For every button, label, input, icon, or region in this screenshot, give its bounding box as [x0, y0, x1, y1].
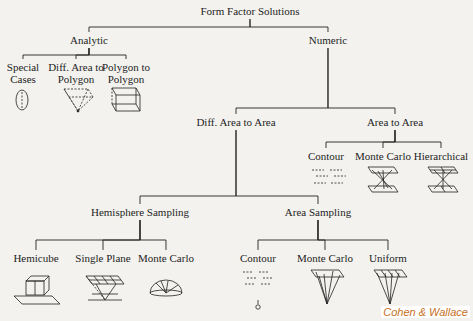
credit-label: Cohen & Wallace	[381, 306, 470, 318]
credit-text: Cohen & Wallace	[383, 306, 468, 318]
node-label: Numeric	[309, 34, 347, 46]
node-label: Form Factor Solutions	[200, 5, 299, 17]
node-label: Monte Carlo	[297, 252, 353, 264]
hemisphere-icon	[150, 280, 182, 296]
tree-connector	[103, 220, 140, 250]
node-label: Diff. Area to Polygon	[48, 61, 104, 85]
tree-connector	[250, 19, 328, 32]
tree-node: Hierarchical	[414, 150, 468, 162]
tree-node: Form Factor Solutions	[200, 5, 299, 17]
contour-icon	[312, 170, 346, 183]
tree-node: Hemisphere Sampling	[91, 206, 189, 218]
tree-node: Area to Area	[367, 116, 423, 128]
hemicube-icon	[14, 276, 60, 304]
tree-node: Area Sampling	[285, 206, 351, 218]
point-icon	[77, 110, 79, 112]
monte-carlo-icon	[368, 167, 398, 192]
monte-carlo-icon	[311, 270, 344, 304]
node-label: Monte Carlo	[138, 252, 194, 264]
tree-connector	[140, 130, 236, 204]
tree-node: Monte Carlo	[138, 252, 194, 264]
node-label: Hemicube	[13, 252, 58, 264]
tree-connector	[236, 130, 318, 204]
node-label: Single Plane	[75, 252, 130, 264]
tree-connector	[383, 130, 395, 148]
uniform-icon	[374, 270, 407, 304]
tree-connector	[36, 220, 140, 250]
tree-connector	[23, 48, 89, 59]
tree-node: Numeric	[309, 34, 347, 46]
prism-icon	[112, 88, 140, 111]
tree-node: Uniform	[369, 252, 407, 264]
tree-node: Single Plane	[75, 252, 130, 264]
tree-connector	[258, 220, 318, 250]
tree-connector	[76, 48, 89, 59]
tree-connector	[395, 130, 441, 148]
node-label: Polygon to Polygon	[100, 61, 152, 85]
contour-icon	[243, 272, 273, 309]
tree-node: Diff. Area to Area	[196, 116, 275, 128]
node-label: Diff. Area to Area	[196, 116, 275, 128]
node-label: Contour	[308, 150, 344, 162]
tree-connector	[318, 220, 325, 250]
node-label: Contour	[240, 252, 276, 264]
tree-node: Monte Carlo	[297, 252, 353, 264]
node-label: Area to Area	[367, 116, 423, 128]
ellipse-icon	[16, 90, 28, 110]
single-plane-icon	[86, 276, 124, 300]
node-label: Uniform	[369, 252, 407, 264]
pyramid-icon	[64, 89, 93, 111]
tree-node: Contour	[240, 252, 276, 264]
hierarchical-icon	[428, 167, 458, 192]
tree-connector	[140, 220, 166, 250]
tree-connector	[89, 48, 126, 59]
tree-node: Polygon to Polygon	[100, 61, 152, 85]
tree-node: Hemicube	[13, 252, 58, 264]
node-label: Monte Carlo	[355, 150, 411, 162]
node-label: Area Sampling	[285, 206, 351, 218]
tree-node: Special Cases	[3, 61, 43, 85]
tree-node: Monte Carlo	[355, 150, 411, 162]
tree-connector	[318, 220, 388, 250]
node-label: Special Cases	[3, 61, 43, 85]
node-label: Hierarchical	[414, 150, 468, 162]
tree-connector	[328, 48, 395, 114]
node-label: Analytic	[70, 34, 108, 46]
tree-connector	[326, 130, 395, 148]
tree-connector	[236, 48, 328, 114]
tree-node: Analytic	[70, 34, 108, 46]
node-label: Hemisphere Sampling	[91, 206, 189, 218]
tree-connector	[89, 19, 250, 32]
tree-node: Diff. Area to Polygon	[48, 61, 104, 85]
tree-node: Contour	[308, 150, 344, 162]
